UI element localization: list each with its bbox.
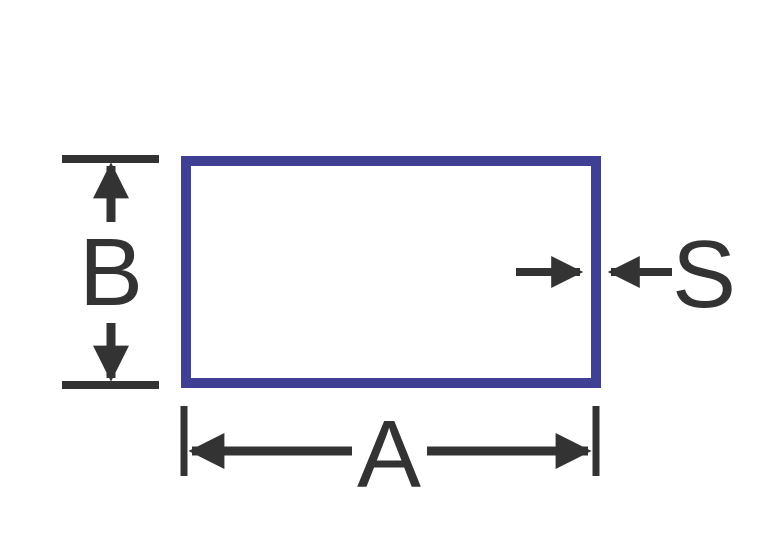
- thickness-dimension: S: [516, 221, 736, 328]
- height-dimension: B: [62, 155, 159, 389]
- section-outline: [181, 156, 601, 388]
- width-dimension: A: [180, 401, 600, 508]
- thickness-label: S: [672, 221, 736, 328]
- height-label: B: [79, 219, 143, 326]
- width-label: A: [357, 401, 421, 508]
